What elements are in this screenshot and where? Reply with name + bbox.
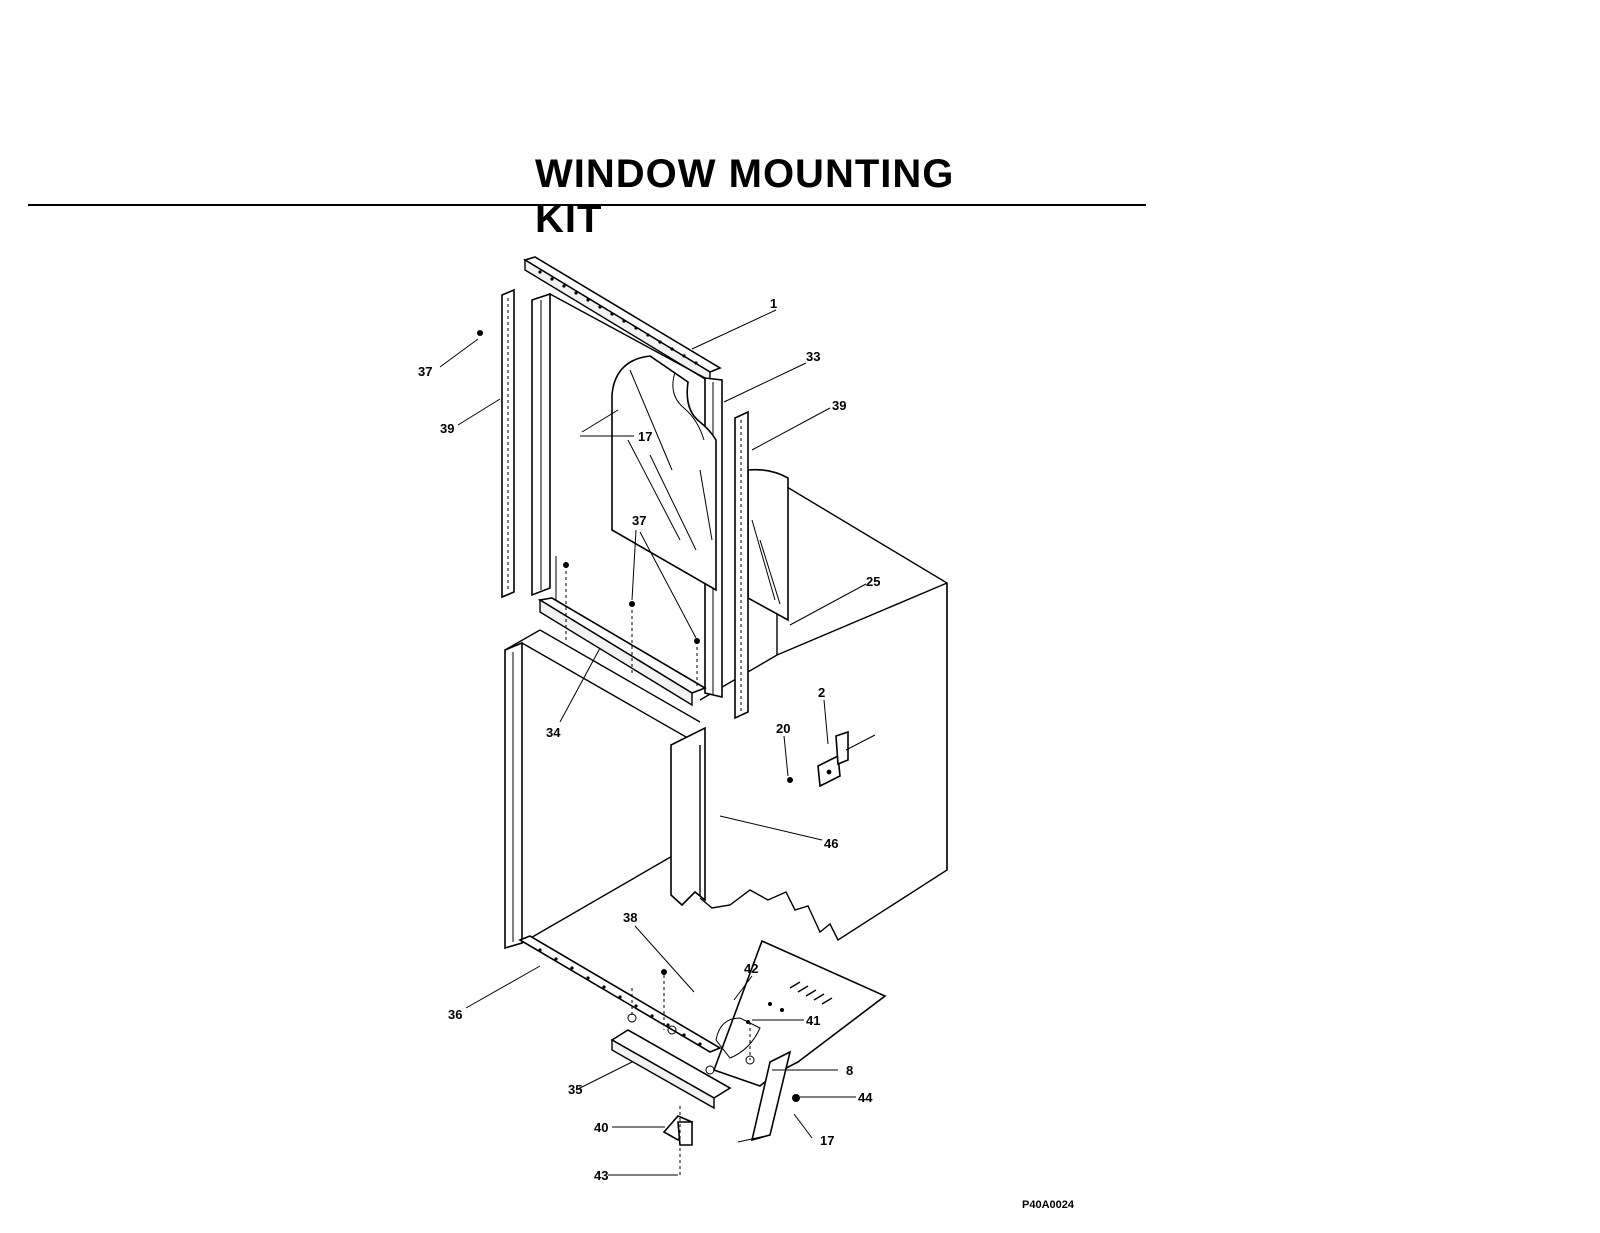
leg-brace-part-8 — [737, 1050, 800, 1143]
seal-strip-right-part-39 — [734, 410, 749, 720]
sill-rail-part-34 — [537, 556, 707, 707]
callout-42: 42 — [744, 961, 758, 976]
callout-1: 1 — [770, 296, 777, 311]
callout-33: 33 — [806, 349, 820, 364]
drawing-code: P40A0024 — [1022, 1199, 1075, 1211]
callout-2: 2 — [818, 685, 825, 700]
sill-support-part-35 — [610, 1029, 732, 1110]
callout-43: 43 — [594, 1168, 608, 1183]
side-panel-part-25 — [747, 468, 789, 622]
callouts: 1 33 37 39 17 39 37 25 2 20 34 46 38 42 … — [418, 296, 880, 1183]
callout-38: 38 — [623, 910, 637, 925]
callout-34: 34 — [546, 725, 561, 740]
callout-46: 46 — [824, 836, 838, 851]
sleeve-part-46 — [504, 629, 706, 950]
seal-strip-left-part-39 — [501, 288, 515, 599]
callout-17-bottom: 17 — [820, 1133, 834, 1148]
screws-part-37 — [477, 330, 700, 688]
callout-40: 40 — [594, 1120, 608, 1135]
screw-part-20 — [787, 777, 793, 783]
callout-25: 25 — [866, 574, 880, 589]
top-rail-part-1 — [523, 256, 722, 384]
callout-37: 37 — [418, 364, 432, 379]
callout-20: 20 — [776, 721, 790, 736]
top-rail-holes — [538, 270, 698, 365]
curtain-panel-part-17 — [611, 355, 717, 592]
angle-bracket-part-2 — [817, 730, 876, 788]
callout-17: 17 — [638, 429, 652, 444]
small-bracket-part-40 — [662, 1106, 694, 1176]
bottom-rail-part-36 — [518, 935, 722, 1053]
callout-36: 36 — [448, 1007, 462, 1022]
callout-35: 35 — [568, 1082, 582, 1097]
callout-41: 41 — [806, 1013, 820, 1028]
title-rule — [28, 204, 1146, 206]
leader-lines — [439, 309, 867, 1176]
callout-8: 8 — [846, 1063, 853, 1078]
callout-37-sill: 37 — [632, 513, 646, 528]
callout-39-right: 39 — [832, 398, 846, 413]
callout-39: 39 — [440, 421, 454, 436]
callout-44: 44 — [858, 1090, 873, 1105]
